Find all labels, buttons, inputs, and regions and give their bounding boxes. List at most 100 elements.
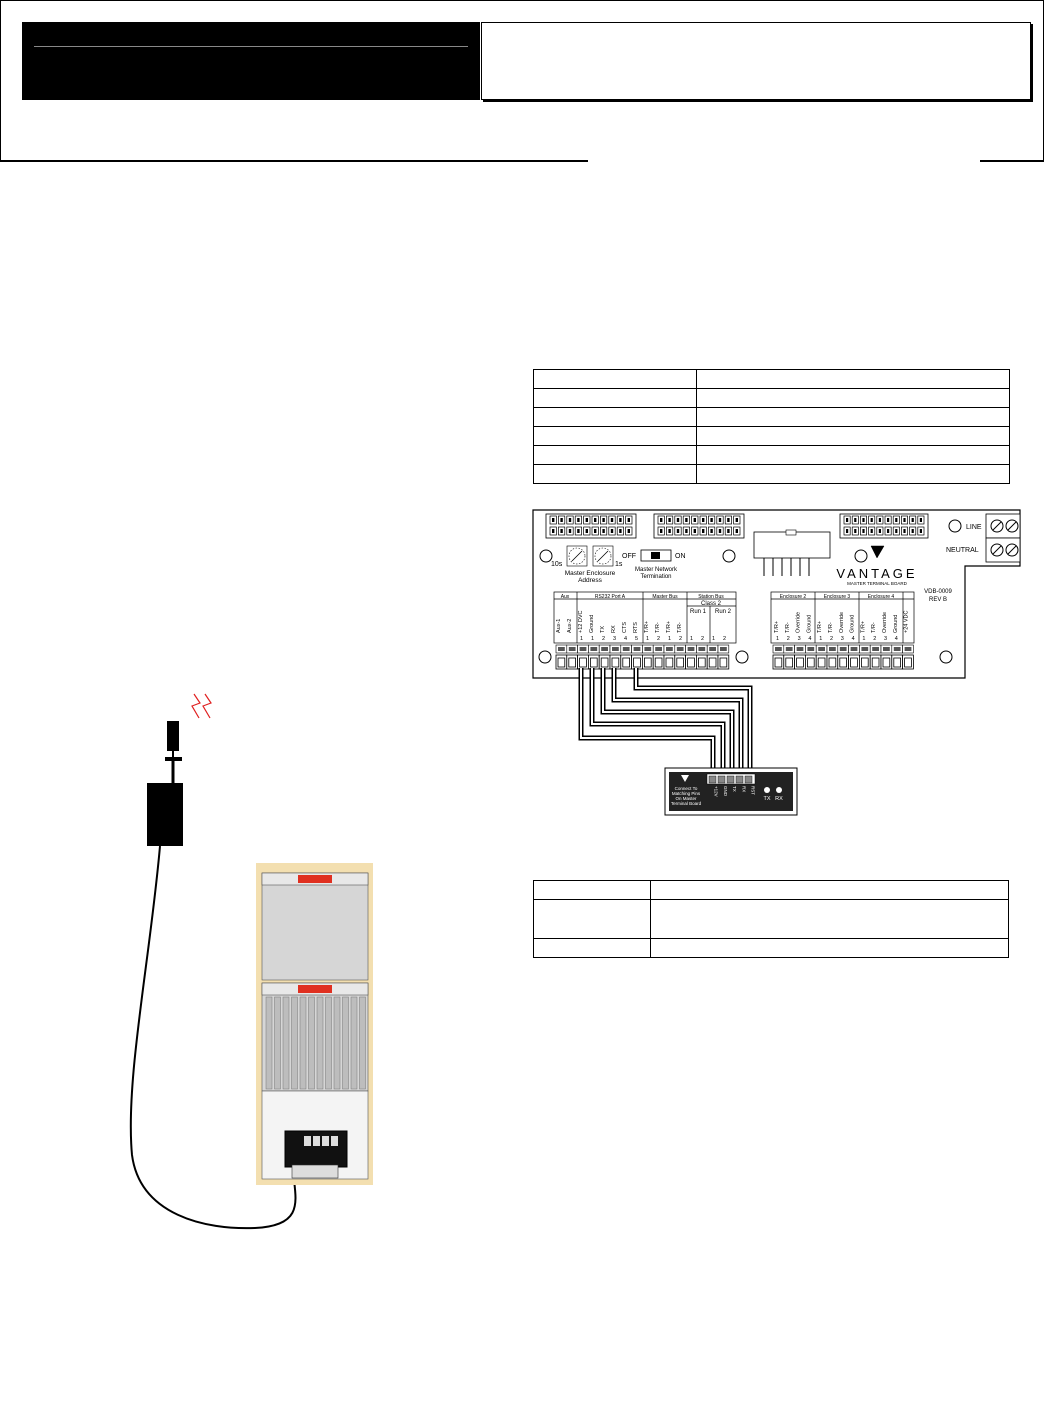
tx-label: TX bbox=[763, 796, 770, 802]
rx-label: RX bbox=[775, 796, 783, 802]
screw-terminal[interactable] bbox=[642, 644, 654, 670]
top-connector-strip-left bbox=[545, 513, 637, 539]
screw-terminal[interactable] bbox=[674, 644, 686, 670]
rotary-dial-1s[interactable] bbox=[592, 545, 614, 567]
screw-terminal[interactable] bbox=[706, 644, 719, 670]
screw-terminal[interactable] bbox=[620, 644, 632, 670]
screw-terminal[interactable] bbox=[805, 644, 817, 670]
screw-terminal[interactable] bbox=[826, 644, 839, 670]
header-title-block bbox=[22, 22, 480, 100]
neutral-label: NEUTRAL bbox=[946, 547, 979, 554]
group-run2: Run 2 bbox=[715, 609, 732, 615]
pin-label: T/R- bbox=[828, 622, 834, 633]
screw-terminal[interactable] bbox=[598, 644, 611, 670]
group-enclosure-4: Enclosure 4 bbox=[868, 594, 895, 600]
pin-number: 3 bbox=[798, 636, 801, 642]
terminal-label-frame-left bbox=[553, 591, 737, 644]
pin-number: 3 bbox=[884, 636, 887, 642]
board-model: VDB-0009 bbox=[924, 589, 952, 595]
screw-terminal[interactable] bbox=[652, 644, 665, 670]
pin-label: +24 VDC bbox=[904, 611, 910, 633]
line-terminal[interactable] bbox=[985, 513, 1021, 539]
screw-terminal[interactable] bbox=[663, 644, 676, 670]
screw-terminal[interactable] bbox=[555, 644, 568, 670]
screw-terminal[interactable] bbox=[566, 644, 578, 670]
pin-label: Override bbox=[882, 612, 888, 633]
brand-name: VANTAGE bbox=[836, 566, 917, 581]
pin-label: Ground bbox=[893, 615, 899, 633]
neutral-terminal[interactable] bbox=[985, 537, 1021, 563]
screw-terminal[interactable] bbox=[772, 644, 785, 670]
screw-terminal[interactable] bbox=[685, 644, 697, 670]
pin-label: +12 DVC bbox=[578, 611, 584, 633]
switch-slider[interactable] bbox=[651, 552, 660, 559]
pin-label: T/R+ bbox=[666, 621, 672, 633]
screw-terminal[interactable] bbox=[717, 644, 730, 670]
screw-terminal[interactable] bbox=[869, 644, 882, 670]
adapter-pin-label: +12V bbox=[714, 786, 719, 797]
header-info-box bbox=[481, 22, 1031, 100]
screw-terminal[interactable] bbox=[859, 644, 871, 670]
module-slot bbox=[316, 996, 324, 1090]
pin-number: 2 bbox=[657, 636, 660, 642]
rotary-dial-10s[interactable] bbox=[566, 545, 588, 567]
power-cable bbox=[129, 845, 297, 1230]
screw-terminal[interactable] bbox=[631, 644, 643, 670]
module-slot bbox=[291, 996, 298, 1090]
table-row bbox=[533, 938, 1009, 958]
adapter-pin-label: TX bbox=[732, 786, 737, 792]
table-cell bbox=[696, 464, 1010, 484]
pin-number: 1 bbox=[819, 636, 822, 642]
screw-terminal[interactable] bbox=[696, 644, 708, 670]
rs232-wires bbox=[578, 668, 753, 782]
header-rule bbox=[34, 46, 468, 47]
pin-label: TX bbox=[600, 626, 606, 633]
screw-terminal[interactable] bbox=[794, 644, 806, 670]
table-row bbox=[533, 464, 1010, 484]
pin-number: 1 bbox=[862, 636, 865, 642]
screw-terminal[interactable] bbox=[837, 644, 849, 670]
header-underline-right bbox=[980, 160, 1044, 162]
pin-number: 1 bbox=[776, 636, 779, 642]
screw-terminal-blocks bbox=[555, 644, 914, 670]
pin-number: 1 bbox=[712, 636, 715, 642]
screw-terminal[interactable] bbox=[891, 644, 903, 670]
top-connector-strip-mid bbox=[653, 513, 745, 539]
pin-number: 1 bbox=[646, 636, 649, 642]
adapter-pin-label: RX bbox=[741, 786, 746, 792]
lightning-icon bbox=[191, 693, 212, 719]
screw-terminal[interactable] bbox=[880, 644, 893, 670]
module-slot bbox=[282, 996, 290, 1090]
table-row bbox=[533, 407, 1010, 427]
dial-1s-label: 1s bbox=[615, 561, 623, 568]
pin-label: T/R+ bbox=[860, 621, 866, 633]
pin-label: Ground bbox=[806, 615, 812, 633]
screw-terminal[interactable] bbox=[848, 644, 860, 670]
screw-terminal[interactable] bbox=[783, 644, 795, 670]
header-underline-left bbox=[0, 160, 588, 162]
screw-terminal[interactable] bbox=[902, 644, 914, 670]
pin-label: RX bbox=[611, 625, 617, 633]
pin-number: 4 bbox=[624, 636, 627, 642]
pin-label: T/R- bbox=[655, 622, 661, 633]
screw-terminal[interactable] bbox=[588, 644, 600, 670]
screw-terminal[interactable] bbox=[577, 644, 589, 670]
adapter-pin-label: GND bbox=[723, 786, 728, 797]
table-row bbox=[533, 899, 1009, 939]
screw-terminal[interactable] bbox=[609, 644, 622, 670]
vantage-logo-icon bbox=[870, 545, 885, 559]
pin-label: T/R+ bbox=[644, 621, 650, 633]
pin-number: 2 bbox=[602, 636, 605, 642]
pin-label: T/R- bbox=[871, 622, 877, 633]
screw-terminal[interactable] bbox=[815, 644, 828, 670]
pin-number: 2 bbox=[723, 636, 726, 642]
module-slot bbox=[342, 996, 349, 1090]
pin-label: T/R+ bbox=[774, 621, 780, 633]
pin-label: T/R- bbox=[785, 622, 791, 633]
top-connector-strip-right bbox=[839, 513, 929, 539]
pin-label: Override bbox=[796, 612, 802, 633]
rx-led bbox=[776, 787, 782, 793]
